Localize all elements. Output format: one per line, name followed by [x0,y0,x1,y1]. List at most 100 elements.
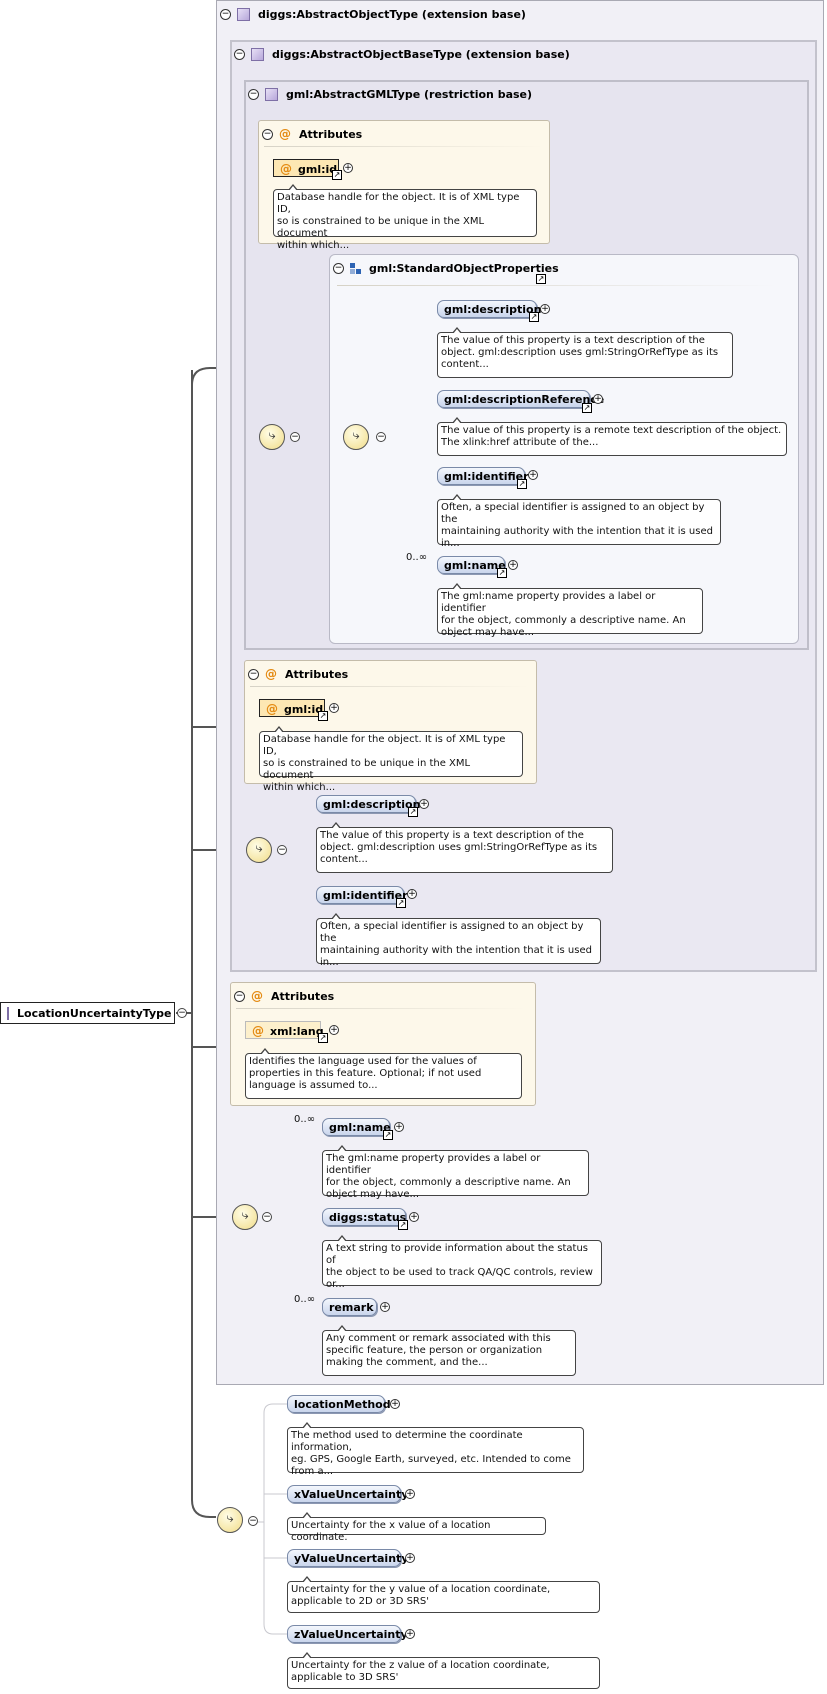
collapse-icon[interactable]: − [262,1212,272,1222]
attribute-icon: @ [279,127,291,141]
documentation-note: Often, a special identifier is assigned … [316,913,601,968]
expand-icon[interactable]: + [540,304,550,314]
element-gml-description-reference[interactable]: gml:descriptionReference [437,390,604,408]
documentation-note: A text string to provide information abo… [322,1235,602,1290]
attribute-gml-id[interactable]: @gml:id [273,159,339,177]
attribute-icon: @ [265,667,277,681]
reference-arrow-icon[interactable]: ↗ [529,312,539,322]
collapse-icon[interactable]: − [290,432,300,442]
expand-icon[interactable]: + [329,1025,339,1035]
expand-icon[interactable]: + [593,394,603,404]
inner-base-title: diggs:AbstractObjectBaseType (extension … [272,48,570,61]
expand-icon[interactable]: + [409,1212,419,1222]
reference-arrow-icon[interactable]: ↗ [536,274,546,284]
gml-base-header: − gml:AbstractGMLType (restriction base) [248,88,532,101]
element-remark[interactable]: remark [322,1298,377,1316]
documentation-note: Uncertainty for the x value of a locatio… [287,1512,546,1543]
documentation-note: Any comment or remark associated with th… [322,1325,576,1376]
sequence-compositor-icon[interactable] [343,424,369,450]
complex-type-icon [265,88,278,101]
expand-icon[interactable]: + [508,560,518,570]
documentation-note: The value of this property is a remote t… [437,417,787,456]
attributes-title: Attributes [271,989,335,1003]
attributes-header: − @ Attributes [262,127,362,141]
expand-icon[interactable]: + [394,1122,404,1132]
collapse-icon[interactable]: − [248,1516,258,1526]
documentation-note: Identifies the language used for the val… [245,1048,522,1099]
collapse-icon[interactable]: − [220,9,231,20]
reference-arrow-icon[interactable]: ↗ [582,403,592,413]
collapse-icon[interactable]: − [262,128,273,140]
attributes-header: − @ Attributes [248,667,348,681]
element-y-value-uncertainty[interactable]: yValueUncertainty [287,1549,408,1567]
element-gml-description[interactable]: gml:description [316,795,420,813]
sequence-compositor-icon[interactable] [259,424,285,450]
sequence-compositor-icon[interactable] [246,837,272,863]
element-gml-name[interactable]: gml:name [322,1118,391,1136]
expand-icon[interactable]: + [528,470,538,480]
expand-icon[interactable]: + [407,889,417,899]
attribute-gml-id[interactable]: @gml:id [259,699,325,717]
collapse-icon[interactable]: − [376,432,386,442]
reference-arrow-icon[interactable]: ↗ [396,898,406,908]
documentation-note: Uncertainty for the y value of a locatio… [287,1576,600,1613]
element-diggs-status[interactable]: diggs:status [322,1208,406,1226]
reference-arrow-icon[interactable]: ↗ [517,479,527,489]
expand-icon[interactable]: + [343,163,353,173]
group-title: gml:StandardObjectProperties [369,262,559,275]
attribute-icon: @ [252,1024,264,1038]
attribute-icon: @ [251,989,263,1003]
documentation-note: Uncertainty for the z value of a locatio… [287,1652,600,1689]
expand-icon[interactable]: + [329,703,339,713]
expand-icon[interactable]: + [380,1302,390,1312]
documentation-note: Database handle for the object. It is of… [259,726,523,793]
collapse-icon[interactable]: − [234,49,245,60]
reference-arrow-icon[interactable]: ↗ [383,1130,393,1140]
sequence-compositor-icon[interactable] [232,1204,258,1230]
group-icon [350,263,361,274]
complex-type-icon [251,48,264,61]
inner-base-header: − diggs:AbstractObjectBaseType (extensio… [234,48,570,61]
gml-base-title: gml:AbstractGMLType (restriction base) [286,88,533,101]
element-location-method[interactable]: locationMethod [287,1395,391,1413]
reference-arrow-icon[interactable]: ↗ [318,1033,328,1043]
root-complex-type[interactable]: LocationUncertaintyType [0,1002,175,1024]
reference-arrow-icon[interactable]: ↗ [318,711,328,721]
reference-arrow-icon[interactable]: ↗ [497,568,507,578]
element-z-value-uncertainty[interactable]: zValueUncertainty [287,1625,408,1643]
expand-icon[interactable]: + [390,1399,400,1409]
reference-arrow-icon[interactable]: ↗ [332,170,342,180]
collapse-icon[interactable]: − [177,1008,187,1018]
collapse-icon[interactable]: − [333,263,344,274]
reference-arrow-icon[interactable]: ↗ [408,807,418,817]
documentation-note: Database handle for the object. It is of… [273,184,537,251]
element-x-value-uncertainty[interactable]: xValueUncertainty [287,1485,408,1503]
documentation-note: Often, a special identifier is assigned … [437,494,721,549]
group-header: − gml:StandardObjectProperties [333,262,559,275]
occurrence-label: 0..∞ [406,552,428,563]
collapse-icon[interactable]: − [234,990,245,1002]
expand-icon[interactable]: + [405,1629,415,1639]
expand-icon[interactable]: + [419,799,429,809]
expand-icon[interactable]: + [405,1489,415,1499]
element-gml-description[interactable]: gml:description [437,300,541,318]
collapse-icon[interactable]: − [248,89,259,100]
attribute-icon: @ [280,162,292,176]
attribute-xml-lang[interactable]: @xml:lang [245,1021,324,1039]
element-gml-identifier[interactable]: gml:identifier [437,467,529,485]
expand-icon[interactable]: + [405,1553,415,1563]
sequence-compositor-icon[interactable] [217,1507,243,1533]
complex-type-icon [237,8,250,21]
extension-base-title: diggs:AbstractObjectType (extension base… [258,8,526,21]
documentation-note: The method used to determine the coordin… [287,1422,584,1477]
element-gml-identifier[interactable]: gml:identifier [316,886,408,904]
collapse-icon[interactable]: − [277,845,287,855]
complex-type-icon [7,1007,9,1020]
attributes-title: Attributes [299,127,363,141]
collapse-icon[interactable]: − [248,668,259,680]
documentation-note: The value of this property is a text des… [316,822,613,873]
root-label: LocationUncertaintyType [17,1007,172,1020]
reference-arrow-icon[interactable]: ↗ [398,1220,408,1230]
documentation-note: The gml:name property provides a label o… [322,1145,589,1200]
element-gml-name[interactable]: gml:name [437,556,506,574]
